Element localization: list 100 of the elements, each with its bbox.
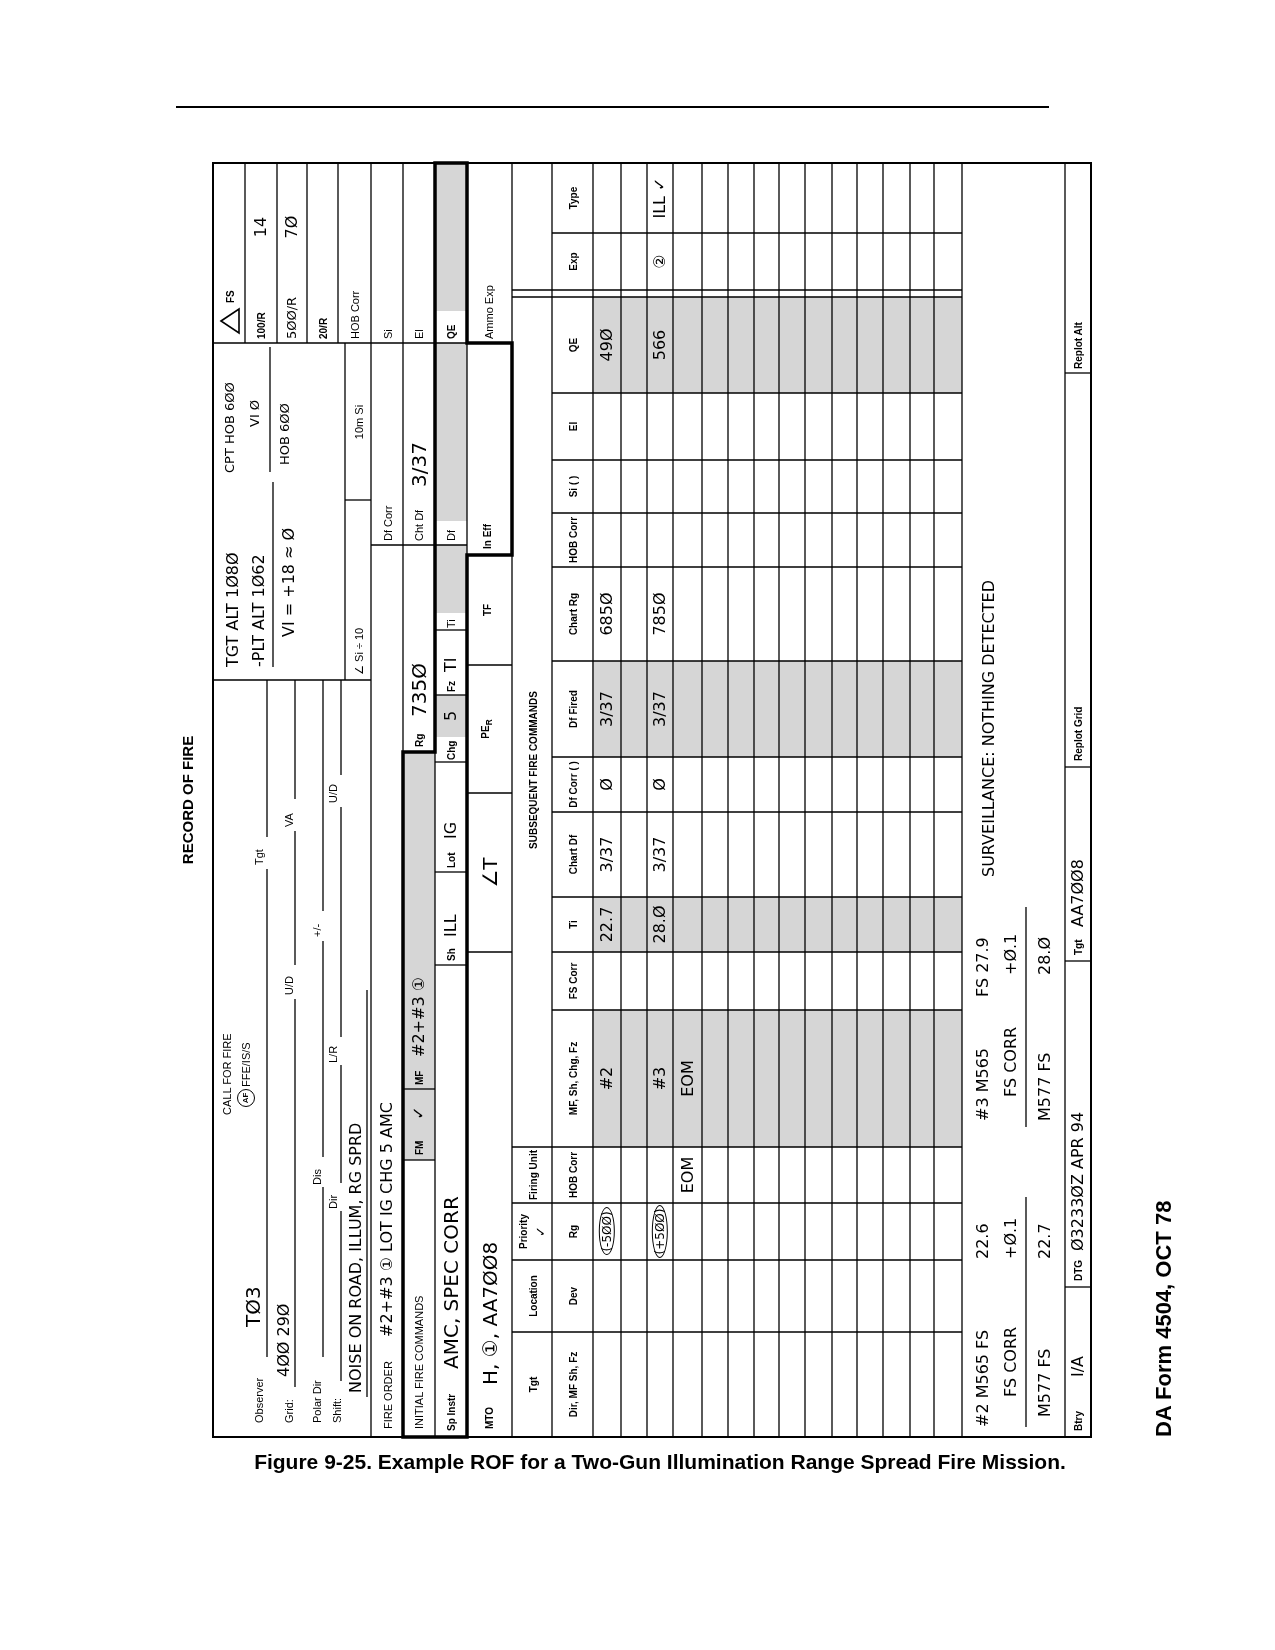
handwritten-entry: 28.Ø xyxy=(1036,936,1054,975)
handwritten-entry: Ø xyxy=(598,778,616,791)
form-title: RECORD OF FIRE xyxy=(179,735,197,865)
field-label: Df xyxy=(444,530,458,541)
handwritten-entry: FS CORR xyxy=(1002,1026,1020,1097)
handwritten-entry: 3/37 xyxy=(651,691,669,727)
field-label: INITIAL FIRE COMMANDS xyxy=(412,1295,426,1429)
handwritten-entry: #3 xyxy=(651,1066,669,1091)
handwritten-entry: 566 xyxy=(651,329,669,361)
handwritten-entry: TGT ALT 1Ø8Ø xyxy=(224,552,242,667)
field-label: HOB Corr xyxy=(567,516,578,564)
field-label: Df Corr ( ) xyxy=(567,761,578,808)
field-label: Grid: xyxy=(282,1399,296,1423)
handwritten-entry: 3/37 xyxy=(598,836,616,873)
handwritten-entry: ② xyxy=(651,254,669,269)
handwritten-entry: 3/37 xyxy=(598,691,616,727)
handwritten-entry: #2 M565 FS xyxy=(974,1329,992,1427)
handwritten-entry: AMC, SPEC CORR xyxy=(440,1196,462,1369)
field-label: ∠ Si ÷ 10 xyxy=(352,627,366,675)
handwritten-entry: Ø3233ØZ APR 94 xyxy=(1069,1111,1087,1251)
handwritten-entry: 7Ø xyxy=(283,215,301,239)
handwritten-entry: ILL xyxy=(442,914,460,937)
field-label: Type xyxy=(567,186,578,210)
field-label: Chart Rg xyxy=(567,592,578,636)
field-label: SUBSEQUENT FIRE COMMANDS xyxy=(527,691,538,849)
handwritten-entry: M577 FS xyxy=(1036,1348,1054,1417)
field-label: +/- xyxy=(310,923,324,937)
handwritten-entry: 3/37 xyxy=(651,836,669,873)
field-label: Polar Dir xyxy=(310,1380,324,1423)
handwritten-entry: 22.6 xyxy=(974,1223,992,1259)
handwritten-entry: ✓ xyxy=(533,1226,549,1237)
handwritten-entry: ILL ✓ xyxy=(651,177,669,219)
handwritten-entry: TØ3 xyxy=(242,1286,264,1327)
field-label: Tgt xyxy=(252,849,266,865)
field-label: El xyxy=(567,421,578,432)
field-label: Tgt xyxy=(527,1376,538,1393)
handwritten-entry: SURVEILLANCE: NOTHING DETECTED xyxy=(980,580,998,877)
handwritten-entry: IG xyxy=(442,821,460,839)
field-label: U/D xyxy=(282,976,296,995)
field-label: HOB Corr xyxy=(348,290,362,339)
field-label: Si ( ) xyxy=(567,475,578,498)
field-label: TF xyxy=(481,603,493,617)
field-label: Dir xyxy=(326,1194,340,1209)
field-label: Ammo Exp xyxy=(482,285,496,339)
field-label: Lot xyxy=(445,852,457,868)
field-label: Chart Df xyxy=(567,834,578,875)
handwritten-entry: 685Ø xyxy=(598,592,616,636)
field-label: Df Corr xyxy=(381,505,395,541)
field-label: 10m Si xyxy=(352,404,366,440)
field-label: VA xyxy=(282,813,296,827)
field-label: Dev xyxy=(567,1286,578,1306)
handwritten-entry: #2 xyxy=(598,1066,616,1091)
handwritten-entry: VI Ø xyxy=(247,399,263,427)
field-label: Ti xyxy=(444,619,458,628)
handwritten-entry: FS CORR xyxy=(1002,1326,1020,1397)
field-label: Fz xyxy=(445,680,457,692)
handwritten-entry: H, ①, AA7ØØ8 xyxy=(479,1241,501,1385)
field-label: Sh xyxy=(445,948,457,961)
field-label: L/R xyxy=(326,1045,340,1063)
field-label: Si xyxy=(381,329,395,339)
figure-caption: Figure 9-25. Example ROF for a Two-Gun Illumination Range Spread Fire Mission. xyxy=(254,1449,1066,1475)
handwritten-entry: CPT HOB 6ØØ xyxy=(222,382,238,473)
handwritten-entry: +Ø.1 xyxy=(1002,1217,1020,1259)
handwritten-entry: M577 FS xyxy=(1036,1052,1054,1121)
handwritten-entry: 4ØØ 29Ø xyxy=(275,1303,293,1377)
field-label: Firing Unit xyxy=(527,1150,538,1200)
field-label: DTG xyxy=(1072,1259,1084,1281)
handwritten-entry: #3 M565 xyxy=(974,1048,992,1121)
field-label: FFE/IS/S xyxy=(239,1042,253,1087)
field-label: Rg xyxy=(567,1224,578,1239)
field-label: QE xyxy=(567,337,578,353)
handwritten-entry: AA7ØØ8 xyxy=(1069,859,1087,927)
field-label: Cht Df xyxy=(412,509,426,541)
handwritten-entry: HOB 6ØØ xyxy=(277,403,293,465)
handwritten-entry: ✓ xyxy=(410,1106,428,1120)
field-label: El xyxy=(412,329,426,339)
field-label: CALL FOR FIRE xyxy=(220,1033,234,1115)
handwritten-entry: 14 xyxy=(252,216,270,238)
field-label: Rg xyxy=(413,733,425,747)
handwritten-entry: -PLT ALT 1Ø62 xyxy=(250,554,268,667)
handwritten-entry: #2+#3 ① LOT IG CHG 5 AMC xyxy=(378,1102,396,1337)
field-label: Tgt xyxy=(1072,939,1084,955)
handwritten-entry: NOISE ON ROAD, ILLUM, RG SPRD xyxy=(347,1122,365,1393)
handwritten-entry: 735Ø xyxy=(408,663,430,717)
field-label: Observer xyxy=(252,1377,266,1423)
handwritten-entry: 22.7 xyxy=(1036,1223,1054,1259)
field-label: FIRE ORDER xyxy=(381,1361,395,1429)
field-label: FM xyxy=(413,1140,425,1155)
field-label: Replot Grid xyxy=(1072,706,1084,761)
field-label: Btry xyxy=(1072,1411,1084,1431)
handwritten-entry: 28.Ø xyxy=(651,905,669,944)
handwritten-entry: TI xyxy=(442,657,460,672)
field-label: MF xyxy=(413,1070,425,1085)
handwritten-entry: 785Ø xyxy=(651,592,669,636)
field-label: Priority xyxy=(517,1214,529,1249)
field-label: U/D xyxy=(326,784,340,803)
handwritten-entry: VI = +18 ≈ Ø xyxy=(280,527,298,637)
field-label: QE xyxy=(445,324,457,339)
field-label: Ti xyxy=(567,920,578,929)
handwritten-entry: #2+#3 ① xyxy=(410,977,428,1057)
